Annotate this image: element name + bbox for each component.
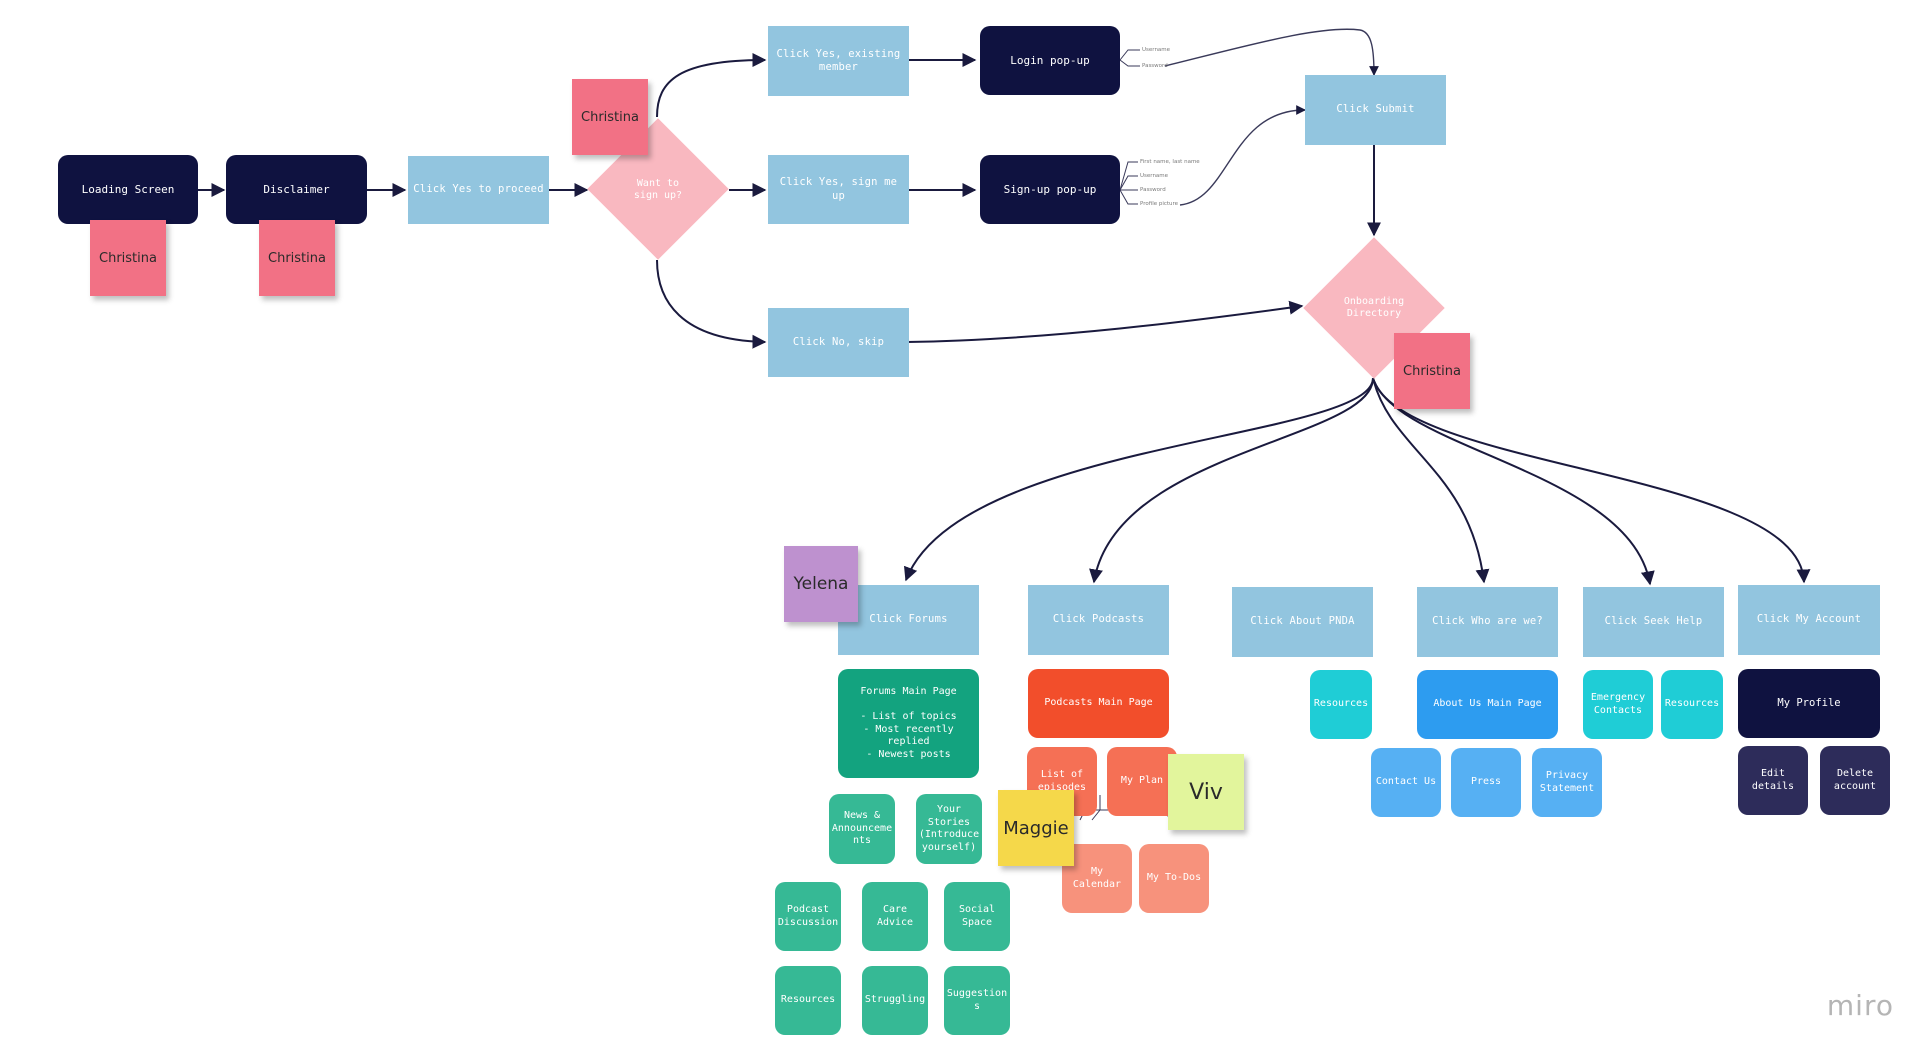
signup-field-username: Username: [1140, 173, 1169, 179]
onboarding-directory-label: Onboarding Directory: [1343, 295, 1405, 320]
your-stories-node: Your Stories (Introduce yourself): [916, 794, 982, 864]
disclaimer-node: Disclaimer: [226, 155, 367, 224]
delete-account-node: Delete account: [1820, 746, 1890, 815]
click-no-skip-node: Click No, skip: [768, 308, 909, 377]
sticky-note-christina-disclaimer: Christina: [259, 220, 335, 296]
click-who-are-we-node: Click Who are we?: [1417, 587, 1558, 657]
contact-us-node: Contact Us: [1371, 748, 1441, 817]
struggling-node: Struggling: [862, 966, 928, 1035]
podcasts-main-page-node: Podcasts Main Page: [1028, 669, 1169, 738]
privacy-statement-node: Privacy Statement: [1532, 748, 1602, 817]
want-to-sign-up-label: Want to sign up?: [633, 177, 683, 202]
click-my-account-node: Click My Account: [1738, 585, 1880, 655]
click-about-pnda-node: Click About PNDA: [1232, 587, 1373, 657]
forums-main-page-node: Forums Main Page - List of topics - Most…: [838, 669, 979, 778]
my-todos-node: My To-Dos: [1139, 844, 1209, 913]
signup-field-name: First name, last name: [1140, 159, 1200, 165]
suggestions-node: Suggestion s: [944, 966, 1010, 1035]
signup-field-profile-picture: Profile picture: [1140, 201, 1179, 207]
forums-resources-node: Resources: [775, 966, 841, 1035]
press-node: Press: [1451, 748, 1521, 817]
social-space-node: Social Space: [944, 882, 1010, 951]
news-announcements-node: News & Announceme nts: [829, 794, 895, 864]
login-field-username: Username: [1142, 47, 1171, 53]
care-advice-node: Care Advice: [862, 882, 928, 951]
login-popup-node: Login pop-up: [980, 26, 1120, 95]
help-resources-node: Resources: [1661, 670, 1723, 739]
signup-popup-node: Sign-up pop-up: [980, 155, 1120, 224]
click-yes-existing-node: Click Yes, existing member: [768, 26, 909, 96]
sticky-note-christina-loading: Christina: [90, 220, 166, 296]
click-submit-node: Click Submit: [1305, 75, 1446, 145]
sticky-note-maggie: Maggie: [998, 790, 1074, 866]
click-yes-signup-node: Click Yes, sign me up: [768, 155, 909, 224]
about-us-main-page-node: About Us Main Page: [1417, 670, 1558, 739]
login-field-password: Password: [1142, 63, 1168, 69]
loading-screen-node: Loading Screen: [58, 155, 198, 224]
sticky-note-viv: Viv: [1168, 754, 1244, 830]
signup-field-password: Password: [1140, 187, 1166, 193]
emergency-contacts-node: Emergency Contacts: [1583, 670, 1653, 739]
click-yes-proceed-node: Click Yes to proceed: [408, 156, 549, 224]
edit-details-node: Edit details: [1738, 746, 1808, 815]
podcast-discussion-node: Podcast Discussion: [775, 882, 841, 951]
sticky-note-christina-onboarding: Christina: [1394, 333, 1470, 409]
my-plan-node: My Plan: [1107, 747, 1177, 816]
click-podcasts-node: Click Podcasts: [1028, 585, 1169, 655]
about-resources-node: Resources: [1310, 670, 1372, 739]
sticky-note-yelena: Yelena: [784, 546, 858, 622]
miro-logo: miro: [1826, 989, 1894, 1022]
my-profile-node: My Profile: [1738, 669, 1880, 738]
click-seek-help-node: Click Seek Help: [1583, 587, 1724, 657]
click-forums-node: Click Forums: [838, 585, 979, 655]
sticky-note-christina-want: Christina: [572, 79, 648, 155]
